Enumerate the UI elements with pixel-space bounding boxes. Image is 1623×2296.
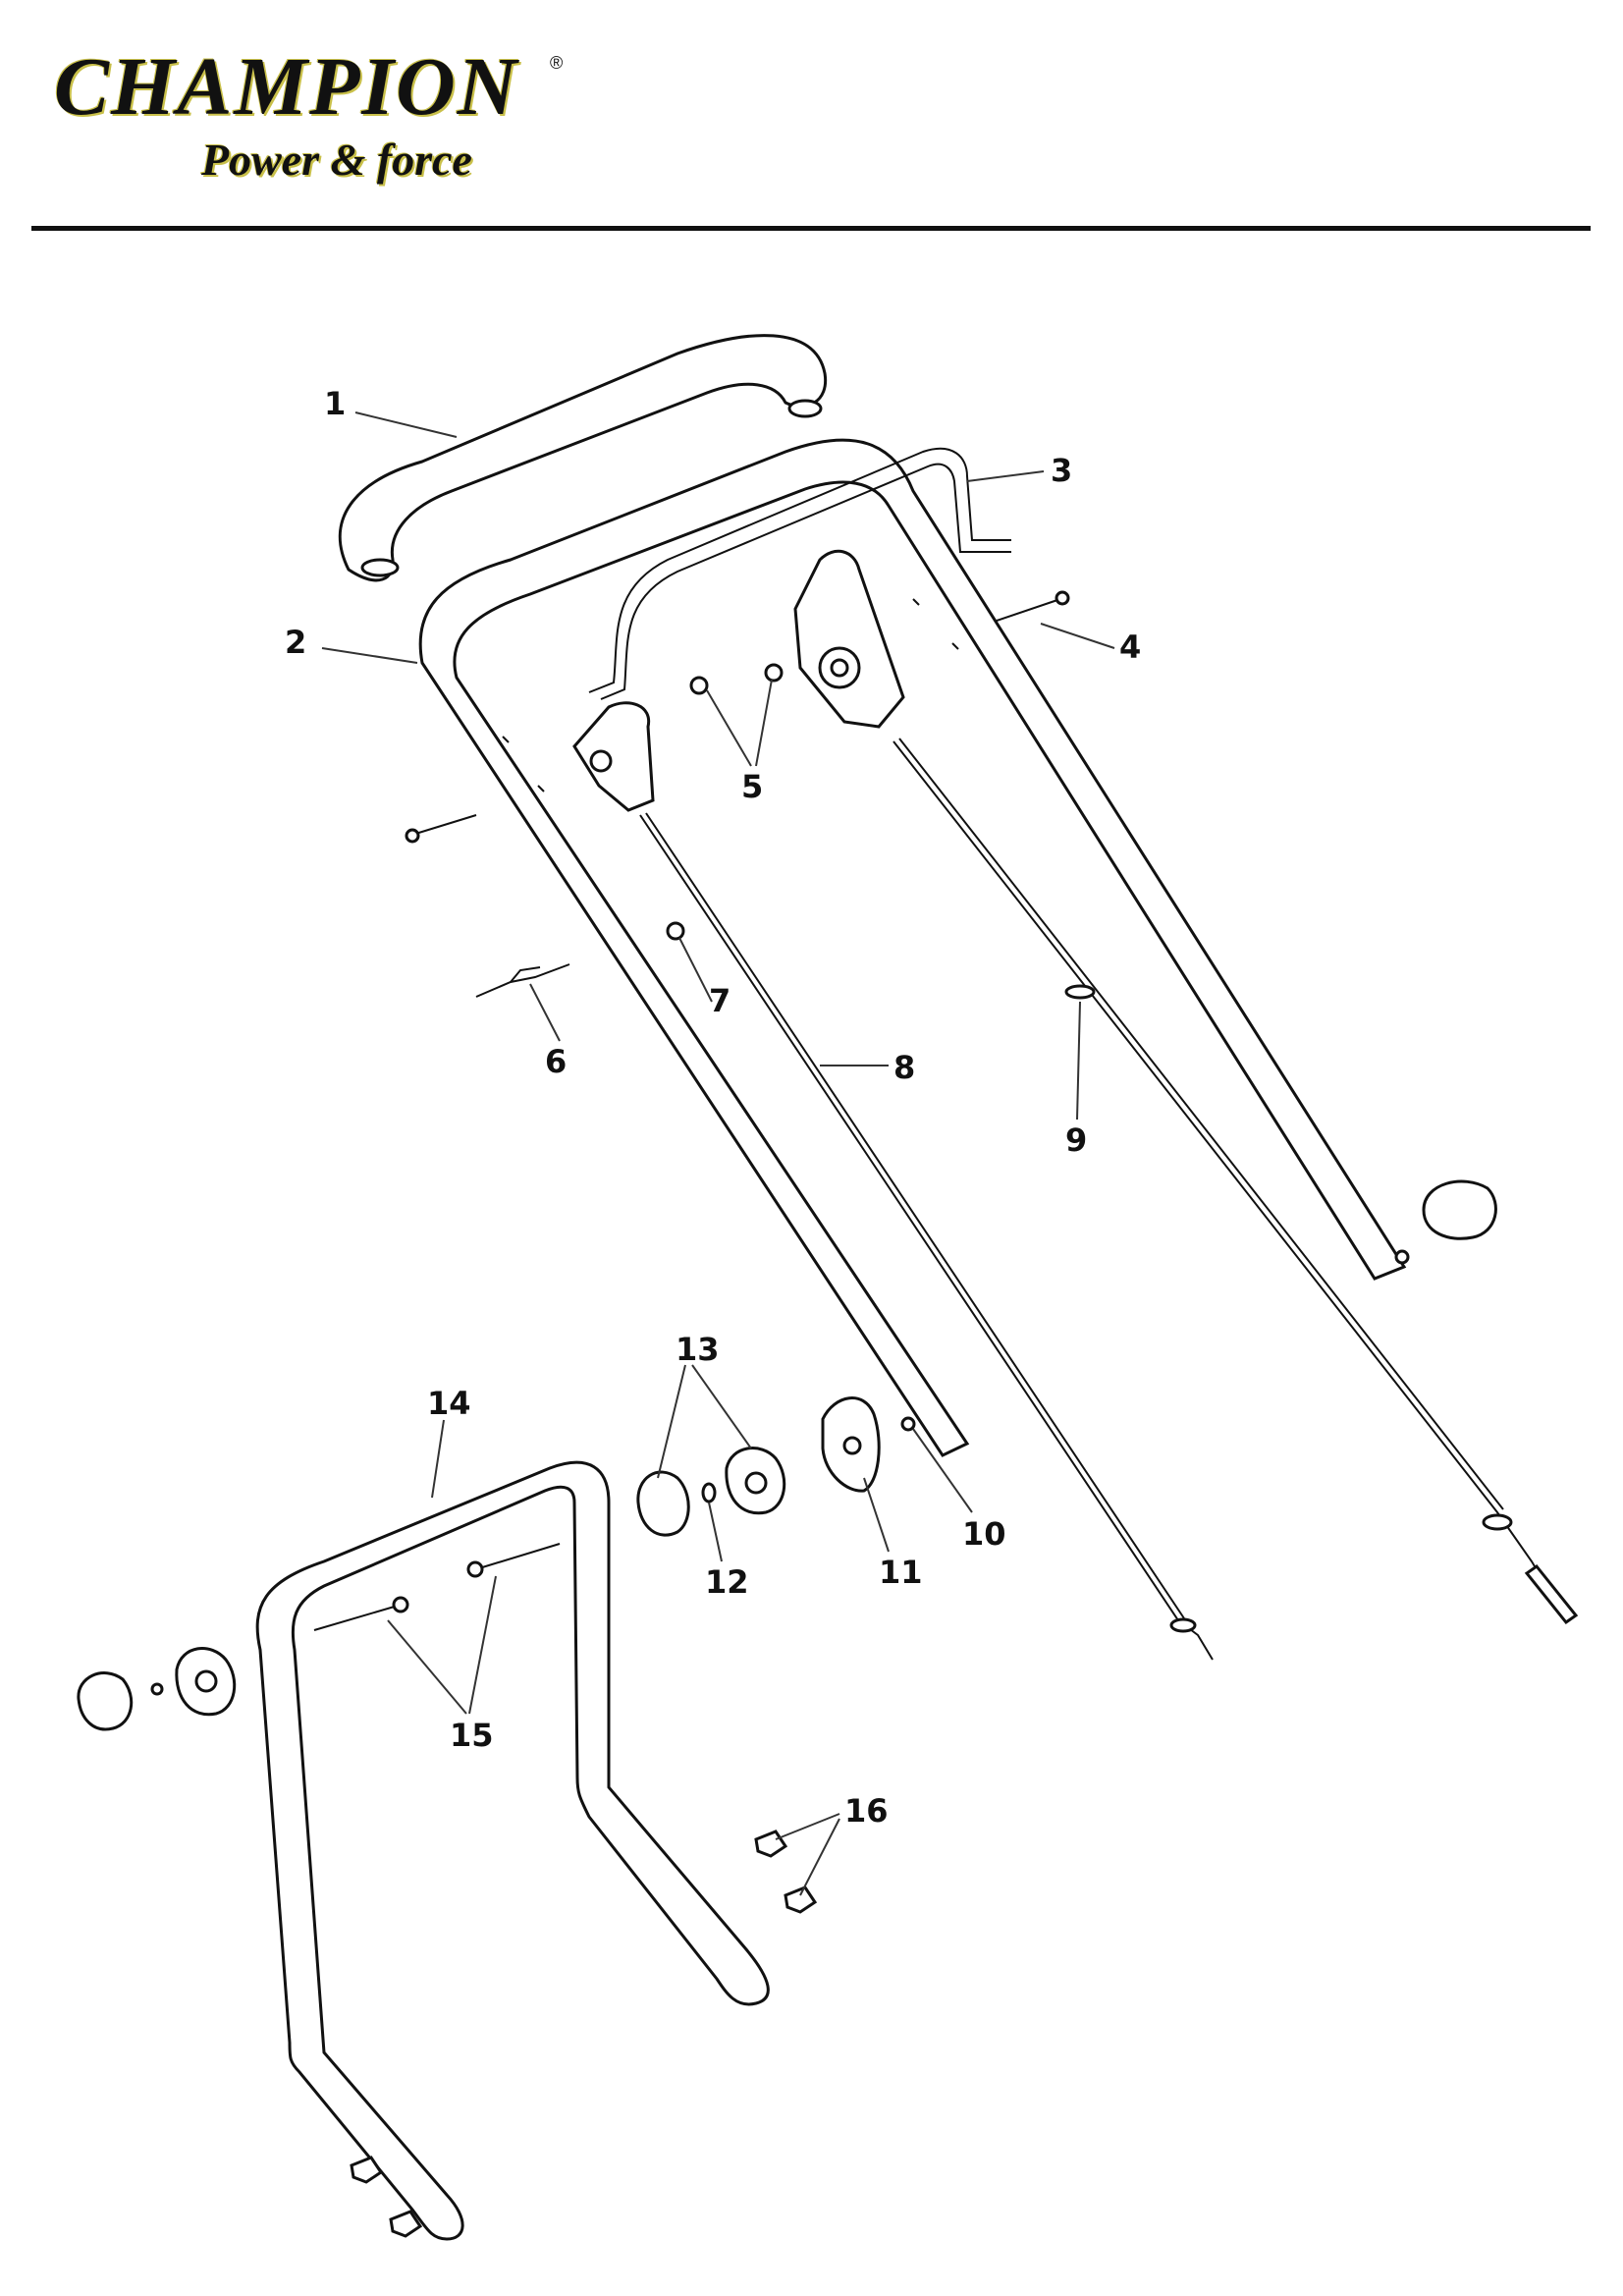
callout-7: 7 [709, 982, 730, 1019]
left-bolt [405, 814, 477, 844]
brand-tagline: Power & force [201, 135, 472, 185]
part-15-bolts [313, 1543, 561, 1631]
callout-14: 14 [427, 1385, 471, 1422]
callout-15: 15 [450, 1717, 494, 1754]
part-7-nut [666, 921, 685, 941]
part-11-spacer [821, 1396, 881, 1493]
part-4-bolt [996, 590, 1070, 622]
left-knobs [77, 1647, 237, 1731]
brand-name: CHAMPION [54, 41, 519, 133]
part-9-cable [893, 738, 1579, 1625]
page-header: CHAMPION ® Power & force [0, 0, 1623, 236]
champion-logo: CHAMPION ® Power & force [54, 39, 565, 196]
part-2-upper-handle [418, 438, 1407, 1457]
left-control-lever [572, 701, 655, 812]
callout-8: 8 [893, 1049, 915, 1086]
part-14-lower-handle [255, 1460, 770, 2241]
callout-4: 4 [1119, 629, 1141, 666]
part-12-washer [701, 1482, 717, 1503]
callout-11: 11 [879, 1554, 923, 1591]
lower-left-nuts [350, 2156, 423, 2238]
part-10-washer [900, 1416, 916, 1432]
right-control-lever [793, 549, 905, 729]
callout-5: 5 [741, 768, 763, 805]
part-8-cable [639, 812, 1214, 1661]
part-5-nuts [689, 663, 784, 695]
callout-12: 12 [705, 1563, 749, 1601]
callout-2: 2 [285, 624, 306, 661]
header-rule [31, 226, 1591, 231]
part-3-bail-bar [588, 447, 1011, 700]
right-knob [1394, 1179, 1497, 1265]
part-13-knobs [636, 1447, 786, 1537]
callout-9: 9 [1065, 1121, 1087, 1159]
callout-labels: 1 2 3 4 5 6 7 8 9 10 11 12 13 14 15 16 [285, 385, 1141, 1830]
callout-3: 3 [1051, 452, 1072, 489]
leader-lines [321, 411, 1115, 1896]
callout-16: 16 [844, 1792, 889, 1830]
registered-mark: ® [550, 53, 564, 73]
callout-1: 1 [324, 385, 346, 422]
part-6-wire-clip [475, 963, 570, 998]
exploded-parts-diagram: 1 2 3 4 5 6 7 8 9 10 11 12 13 14 15 16 [77, 334, 1579, 2241]
part-16-nuts [754, 1830, 818, 1914]
callout-6: 6 [545, 1043, 567, 1080]
callout-13: 13 [676, 1331, 720, 1368]
callout-10: 10 [962, 1515, 1006, 1553]
part-1-handle-grip [338, 334, 828, 582]
